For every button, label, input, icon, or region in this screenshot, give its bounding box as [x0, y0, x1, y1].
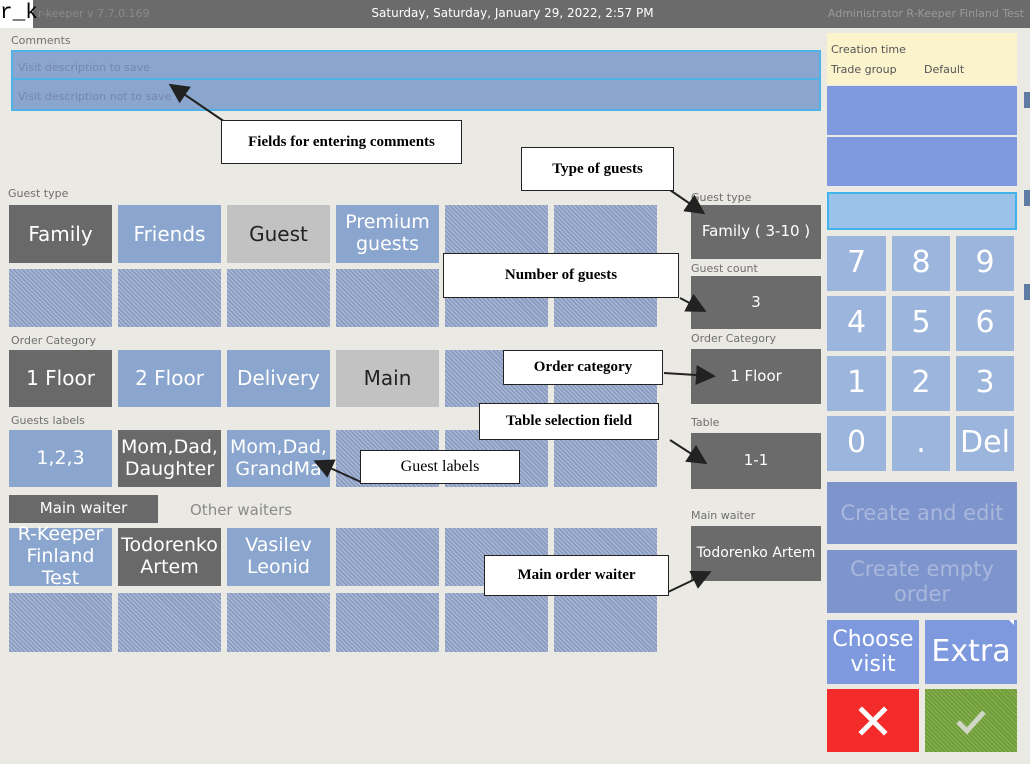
empty-slot	[9, 269, 112, 327]
guest-type-field[interactable]: Family ( 3-10 )	[691, 205, 821, 259]
guest-type-label: Guest type	[8, 187, 69, 200]
comment-field-nosave[interactable]: Visit description not to save	[18, 90, 172, 103]
empty-slot	[118, 269, 221, 327]
key-7[interactable]: 7	[827, 236, 886, 291]
edge-marker	[1024, 190, 1030, 206]
empty-slot	[9, 593, 112, 652]
user-info: Administrator R-Keeper Finland Test	[827, 7, 1024, 20]
empty-slot	[445, 593, 548, 652]
empty-slot	[554, 593, 657, 652]
edge-marker	[1024, 92, 1030, 108]
close-icon	[858, 705, 888, 736]
annotation-order-category: Order category	[503, 350, 663, 385]
key-1[interactable]: 1	[827, 356, 886, 411]
waiter-rkeeper-finland-test[interactable]: R-Keeper Finland Test	[9, 523, 112, 589]
check-icon	[956, 709, 986, 735]
comment-field-save[interactable]: Visit description to save	[13, 53, 819, 80]
trade-group-label: Trade group	[831, 63, 897, 76]
empty-slot	[336, 269, 439, 327]
empty-slot	[336, 593, 439, 652]
choose-visit-button[interactable]: Choose visit	[827, 620, 919, 684]
annotation-main-waiter: Main order waiter	[484, 555, 669, 596]
guest-count-field[interactable]: 3	[691, 276, 821, 329]
guests-labels-label: Guests labels	[11, 414, 85, 427]
waiter-todorenko-artem[interactable]: Todorenko Artem	[118, 528, 221, 586]
annotation-table-selection: Table selection field	[479, 403, 659, 440]
empty-slot	[118, 593, 221, 652]
datetime: Saturday, Saturday, January 29, 2022, 2:…	[371, 6, 654, 20]
info-block	[827, 137, 1017, 186]
comments-label: Comments	[11, 34, 71, 47]
comments-box: Visit description to save Visit descript…	[11, 50, 821, 111]
tab-other-waiters[interactable]: Other waiters	[190, 501, 293, 519]
trade-group-value: Default	[924, 63, 965, 76]
empty-slot	[336, 528, 439, 586]
annotation-type-of-guests: Type of guests	[521, 147, 674, 191]
main-waiter-field-label: Main waiter	[691, 509, 756, 522]
annotation-guest-labels: Guest labels	[360, 450, 520, 484]
key-0[interactable]: 0	[827, 416, 886, 471]
guest-type-guest[interactable]: Guest	[227, 205, 330, 263]
empty-slot	[227, 593, 330, 652]
key-del[interactable]: Del	[956, 416, 1014, 471]
guest-type-field-label: Guest type	[691, 191, 752, 204]
app-logo: r_k	[0, 0, 38, 28]
main-waiter-field[interactable]: Todorenko Artem	[691, 526, 821, 581]
order-info-panel: Creation time Trade group Default	[827, 33, 1017, 85]
tab-main-waiter[interactable]: Main waiter	[9, 495, 158, 523]
guest-label-123[interactable]: 1,2,3	[9, 430, 112, 487]
edge-marker	[1024, 284, 1030, 300]
creation-time-label: Creation time	[831, 43, 906, 56]
key-5[interactable]: 5	[892, 296, 950, 351]
empty-slot	[227, 269, 330, 327]
create-and-edit-button[interactable]: Create and edit	[827, 482, 1017, 544]
key-8[interactable]: 8	[892, 236, 950, 291]
info-block	[827, 86, 1017, 135]
key-dot[interactable]: .	[892, 416, 950, 471]
key-9[interactable]: 9	[956, 236, 1014, 291]
key-3[interactable]: 3	[956, 356, 1014, 411]
extra-button[interactable]: Extra	[925, 620, 1017, 684]
guest-label-mom-dad-daughter[interactable]: Mom,Dad, Daughter	[118, 430, 221, 487]
top-bar	[0, 0, 1030, 28]
app-version: r-keeper v 7.7.0.169	[38, 7, 150, 20]
guest-count-field-label: Guest count	[691, 262, 758, 275]
create-empty-order-button[interactable]: Create empty order	[827, 550, 1017, 613]
guest-type-family[interactable]: Family	[9, 205, 112, 263]
numeric-input[interactable]	[827, 192, 1017, 230]
order-category-2-floor[interactable]: 2 Floor	[118, 350, 221, 407]
key-2[interactable]: 2	[892, 356, 950, 411]
key-6[interactable]: 6	[956, 296, 1014, 351]
corner-arrow-icon	[1009, 620, 1014, 625]
order-category-main[interactable]: Main	[336, 350, 439, 407]
annotation-number-of-guests: Number of guests	[443, 253, 679, 298]
key-4[interactable]: 4	[827, 296, 886, 351]
guest-type-premium[interactable]: Premium guests	[336, 205, 439, 263]
table-field-label: Table	[691, 416, 720, 429]
guest-type-friends[interactable]: Friends	[118, 205, 221, 263]
order-category-delivery[interactable]: Delivery	[227, 350, 330, 407]
annotation-comments: Fields for entering comments	[221, 120, 462, 164]
table-field[interactable]: 1-1	[691, 433, 821, 489]
order-category-1-floor[interactable]: 1 Floor	[9, 350, 112, 407]
cancel-button[interactable]	[827, 689, 919, 752]
waiter-vasilev-leonid[interactable]: Vasilev Leonid	[227, 528, 330, 586]
guest-label-mom-dad-grandma[interactable]: Mom,Dad, GrandMa	[227, 430, 330, 487]
order-category-field-label: Order Category	[691, 332, 777, 345]
ok-button[interactable]	[925, 689, 1017, 752]
order-category-label: Order Category	[11, 334, 97, 347]
